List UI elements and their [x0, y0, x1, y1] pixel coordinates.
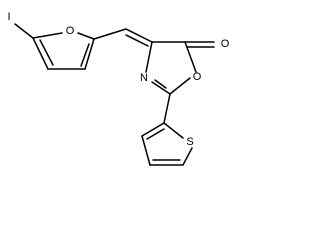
bond-c2-ch [93, 28, 127, 40]
thiophene-ring [141, 93, 193, 166]
bond-c2-n3-double [154, 79, 167, 89]
bond-n3-c4 [145, 41, 153, 73]
bond-c4-c5-double [39, 39, 54, 66]
atom-labels: I O N O O S [7, 11, 229, 148]
atom-label-iodine: I [7, 11, 10, 23]
bond-t3-t2 [141, 122, 165, 137]
atom-label-carbonyl-oxygen: O [221, 38, 230, 50]
bond-o1-c2 [169, 77, 191, 95]
bond-c5-o1 [32, 32, 63, 39]
bond-c4-c5 [32, 37, 49, 70]
bond-s1-t5 [182, 147, 193, 166]
atom-label-thiophene-sulfur: S [186, 136, 193, 148]
bond-ch-c4-double [125, 34, 149, 47]
atom-label-oxazolone-nitrogen: N [140, 72, 148, 84]
iodofuran-ring [14, 23, 95, 70]
bond-c2-thiophene [163, 93, 171, 124]
atom-label-furan-oxygen: O [66, 25, 75, 37]
bond-t2-s1 [163, 122, 184, 139]
bond-ch-c4 [125, 28, 153, 43]
bond-c2-c3-double [80, 43, 90, 67]
bond-c2-c3 [84, 38, 95, 70]
bond-i-c5 [14, 23, 34, 39]
bond-t4-t3 [141, 135, 151, 166]
bond-c2-n3 [151, 81, 171, 95]
oxazolone-ring [145, 41, 215, 95]
bond-o1-c2 [77, 32, 95, 40]
methylidene-linker [93, 28, 153, 47]
atom-label-oxazolone-ring-oxygen: O [193, 71, 202, 83]
structure-diagram: I O N O O S [7, 11, 230, 166]
bond-t3-t2-double [146, 128, 165, 140]
molecule-drawing: I O N O O S [7, 11, 230, 166]
